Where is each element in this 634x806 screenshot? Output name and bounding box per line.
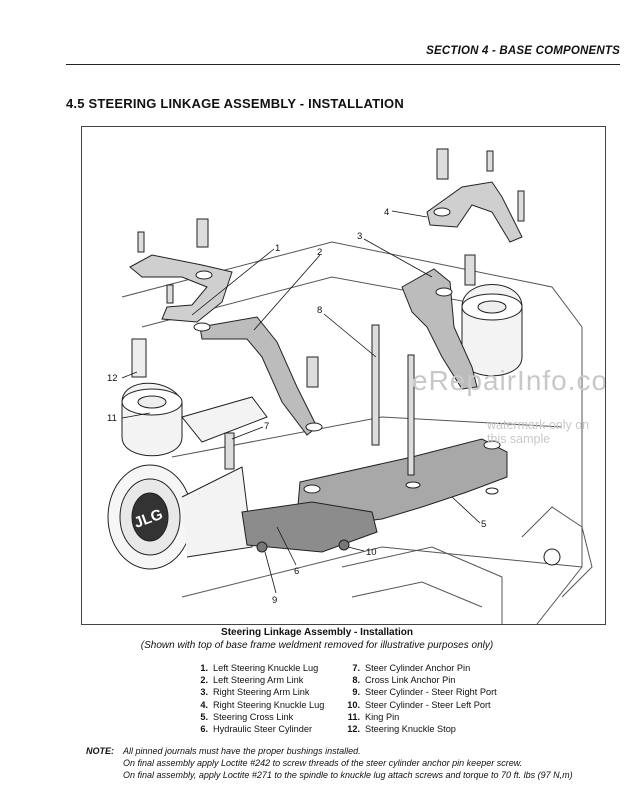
legend-left: 1.Left Steering Knuckle Lug 2.Left Steer…	[190, 662, 324, 735]
callout-11: 11	[107, 413, 117, 424]
right-steering-arm-link	[401, 268, 478, 390]
note-line: On final assembly apply Loctite #242 to …	[123, 758, 523, 768]
note-block: NOTE: All pinned journals must have the …	[86, 745, 573, 781]
watermark: eRepairInfo.com	[412, 365, 605, 396]
figure-caption-title: Steering Linkage Assembly - Installation	[221, 627, 413, 638]
frame-hole	[543, 548, 561, 566]
callout-1: 1	[275, 243, 280, 254]
callout-10: 10	[366, 547, 377, 558]
callout-8: 8	[317, 305, 322, 316]
frame-outline	[171, 416, 583, 598]
note-line: On final assembly, apply Loctite #271 to…	[123, 770, 573, 780]
steer-right-port	[256, 541, 268, 553]
header-rule	[66, 64, 620, 65]
legend-item: 11.King Pin	[347, 711, 400, 722]
frame-box	[341, 546, 503, 624]
legend-item: 2.Left Steering Arm Link	[200, 675, 304, 686]
watermark-sub: watermark only on this sample	[487, 418, 590, 446]
legend-right: 7.Steer Cylinder Anchor Pin 8.Cross Link…	[342, 662, 497, 735]
steer-left-port	[338, 539, 350, 551]
left-steering-knuckle-lug	[129, 254, 233, 323]
legend-item: 9.Steer Cylinder - Steer Right Port	[352, 687, 497, 698]
hydraulic-steer-cylinder	[241, 501, 378, 553]
callout-6: 6	[294, 566, 299, 577]
legend-item: 12.Steering Knuckle Stop	[347, 724, 456, 735]
callout-9: 9	[272, 595, 277, 606]
legend-item: 6.Hydraulic Steer Cylinder	[200, 724, 313, 735]
legend-item: 10.Steer Cylinder - Steer Left Port	[347, 699, 491, 710]
legend-item: 1.Left Steering Knuckle Lug	[200, 663, 319, 673]
cross-link-anchor-pin	[371, 324, 380, 446]
callout-2: 2	[317, 247, 322, 258]
legend-item: 5.Steering Cross Link	[200, 711, 294, 722]
callout-12: 12	[107, 373, 118, 384]
callout-5: 5	[481, 519, 486, 530]
figure-caption-subtitle: (Shown with top of base frame weldment r…	[140, 640, 494, 651]
right-steering-knuckle-lug	[426, 181, 523, 243]
legend-item: 8.Cross Link Anchor Pin	[352, 675, 456, 686]
note-line: All pinned journals must have the proper…	[123, 746, 361, 756]
legend-item: 3.Right Steering Arm Link	[200, 687, 310, 698]
steering-linkage-illustration: JLG 1 2 3 4 5 6 7 8 9 10 11 12 eRepairIn…	[81, 126, 606, 625]
steer-cylinder-anchor-pin	[224, 432, 235, 470]
page-title: 4.5 STEERING LINKAGE ASSEMBLY - INSTALLA…	[66, 96, 404, 111]
king-pin-bolt	[407, 354, 415, 476]
note-label: NOTE:	[86, 746, 114, 756]
callout-4: 4	[384, 207, 389, 218]
left-steering-arm-link	[199, 316, 318, 436]
steering-knuckle-stop	[131, 338, 147, 378]
callout-3: 3	[357, 231, 362, 242]
section-header: SECTION 4 - BASE COMPONENTS	[426, 45, 620, 57]
legend-item: 7.Steer Cylinder Anchor Pin	[352, 663, 471, 673]
legend-item: 4.Right Steering Knuckle Lug	[200, 699, 325, 710]
callout-7: 7	[264, 421, 269, 432]
frame-bracket	[521, 506, 593, 598]
